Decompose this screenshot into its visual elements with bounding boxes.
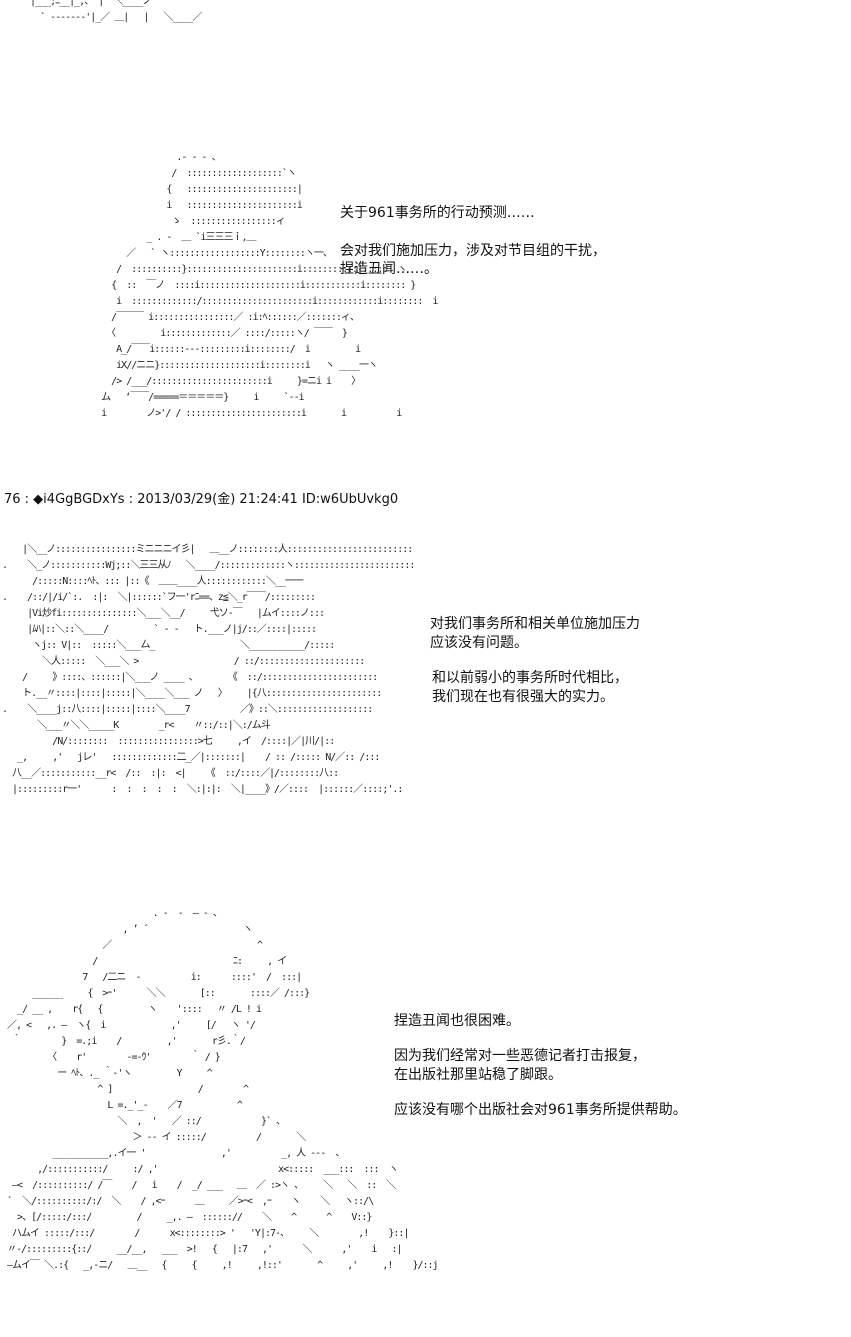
ascii-art-figure-two: |＼__ノ::::::::::::::::ミニニニイ彡| ＿__ノ:::::::…	[2, 544, 415, 795]
ascii-art-figure-three: . ‐ ‐ ― ‐ 、 , ’ ´ ヽ ／ ^ / ﾆ: , イ 7 /二ニ -	[7, 908, 439, 1271]
ascii-art-figure-one: .- - - 、 / :::::::::::::::::::`ヽ { :::::…	[101, 152, 438, 419]
dialogue-line: 对我们事务所和相关单位施加压力	[430, 616, 640, 632]
dialogue-line: 应该没有哪个出版社会对961事务所提供帮助。	[394, 1102, 687, 1118]
dialogue-line: 应该没有问题。	[430, 635, 528, 651]
dialogue-line: 在出版社那里站稳了脚跟。	[394, 1067, 562, 1083]
dialogue-line: 会对我们施加压力，涉及对节目组的干扰，	[340, 243, 606, 259]
dialogue-line: 因为我们经常对一些恶德记者打击报复，	[394, 1048, 646, 1064]
dialogue-line: 关于961事务所的行动预测……	[340, 205, 535, 221]
post-header: 76 : ◆i4GgBGDxYs : 2013/03/29(金) 21:24:4…	[4, 492, 399, 507]
dialogue-line: 我们现在也有很强大的实力。	[432, 689, 614, 705]
dialogue-line: 捏造丑闻……。	[340, 261, 438, 277]
dialogue-line: 和以前弱小的事务所时代相比，	[432, 670, 628, 686]
dialogue-line: 捏造丑闻也很困难。	[394, 1013, 520, 1029]
ascii-art-fragment: |___;ﾆ__|_,、 | ＼____ノ ` ------‐'|_／ ＿| |…	[30, 0, 203, 23]
